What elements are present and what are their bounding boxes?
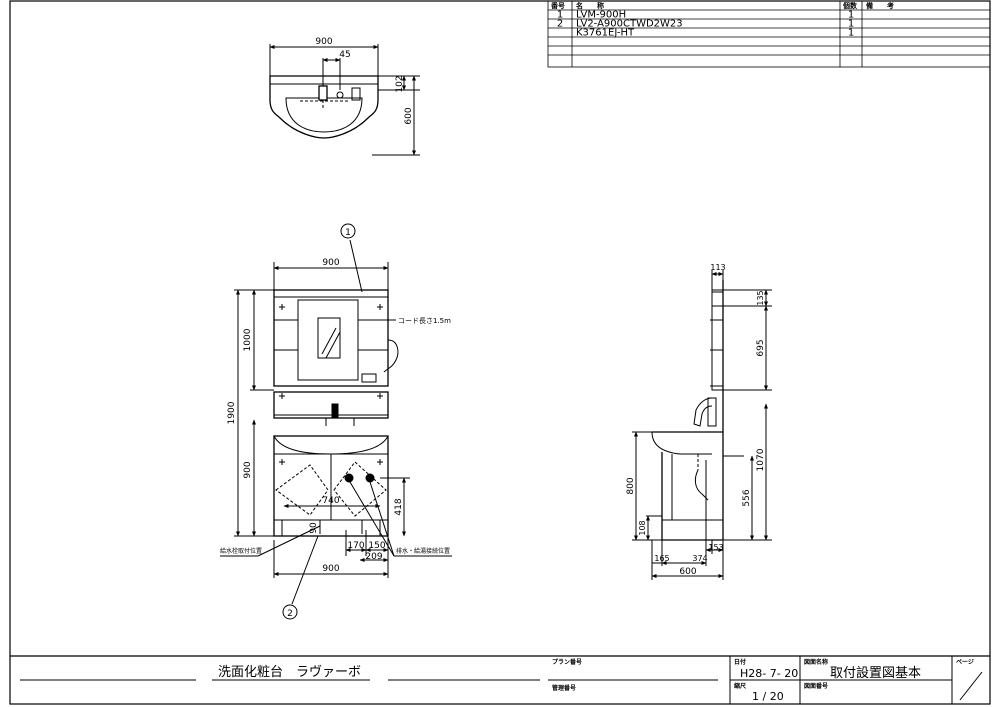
title-product-name: 洗面化粧台 ラヴァーボ	[218, 664, 361, 680]
parts-header-no: 番号	[550, 1, 565, 10]
top-dim-900: 900	[315, 37, 332, 47]
front-dim-base-height: 900	[243, 461, 253, 478]
title-block	[10, 655, 990, 704]
parts-row-2-name: LV2-A900CTWD2W23	[576, 19, 683, 30]
parts-row-2-no: 2	[557, 19, 563, 30]
side-dim-374: 374	[692, 554, 707, 563]
title-mgmt-no-label: 管理番号	[552, 684, 576, 692]
side-dim-1070: 1070	[756, 448, 766, 471]
parts-table	[547, 0, 991, 68]
side-dim-695: 695	[756, 339, 766, 356]
side-dim-556: 556	[742, 489, 752, 506]
front-dim-mirror-height: 1000	[243, 328, 253, 351]
title-scale: 1 / 20	[752, 690, 784, 703]
front-dim-top-width: 900	[322, 258, 339, 268]
top-view	[269, 44, 420, 156]
title-scale-label: 縮尺	[734, 682, 746, 690]
title-date: H28- 7- 20	[740, 667, 798, 680]
front-dim-floor-gap: 90	[309, 522, 319, 534]
front-dim-height-total: 1900	[227, 401, 237, 424]
side-view	[632, 270, 772, 580]
side-dim-153: 153	[708, 543, 723, 552]
callout-2: 2	[287, 609, 293, 619]
front-dim-bottom-width: 900	[322, 564, 339, 574]
parts-row-1-qty: 1	[848, 10, 854, 21]
side-dim-165: 165	[654, 554, 669, 563]
front-dim-170: 170	[347, 541, 364, 551]
title-drawing-name-label: 図面名称	[804, 658, 828, 666]
front-fastener-marks	[279, 304, 383, 465]
parts-header-qty: 個数	[842, 1, 858, 10]
front-dim-209: 209	[365, 552, 382, 562]
parts-row-1-name: LVM-900H	[576, 10, 626, 21]
side-dim-108: 108	[638, 520, 647, 535]
front-label-left-note: 給水栓取付位置	[220, 547, 262, 555]
front-label-right-note: 排水・給湯接続位置	[396, 547, 450, 555]
title-drawing-no-label: 図面番号	[804, 682, 828, 690]
parts-header-remarks: 備 考	[866, 1, 894, 10]
title-date-label: 日付	[734, 658, 746, 666]
side-dim-135: 135	[756, 290, 765, 305]
side-dim-600: 600	[679, 567, 696, 577]
parts-row-2-qty: 1	[848, 19, 854, 30]
side-dim-113: 113	[710, 263, 725, 272]
sheet-border	[9, 0, 991, 705]
parts-header-name: 名 称	[576, 1, 604, 10]
title-plan-no-label: プラン番号	[552, 658, 582, 666]
top-dim-45: 45	[339, 50, 350, 60]
title-page-label: ページ	[956, 659, 974, 666]
front-view	[220, 223, 452, 620]
parts-row-1-no: 1	[557, 10, 563, 21]
callout-1: 1	[345, 228, 351, 238]
parts-row-3-name: K3761EJ-HT	[576, 28, 635, 39]
front-dim-drawer-width: 740	[322, 496, 339, 506]
parts-row-3-qty: 1	[848, 28, 854, 39]
side-dim-800: 800	[626, 477, 636, 494]
top-dim-102: 102	[395, 75, 405, 92]
front-label-cord: コード長さ1.5m	[398, 317, 451, 325]
front-dim-150: 150	[368, 541, 385, 551]
top-dim-600: 600	[404, 107, 414, 124]
title-drawing-name: 取付設置図基本	[830, 665, 921, 681]
front-dim-drain-height: 418	[394, 498, 404, 515]
